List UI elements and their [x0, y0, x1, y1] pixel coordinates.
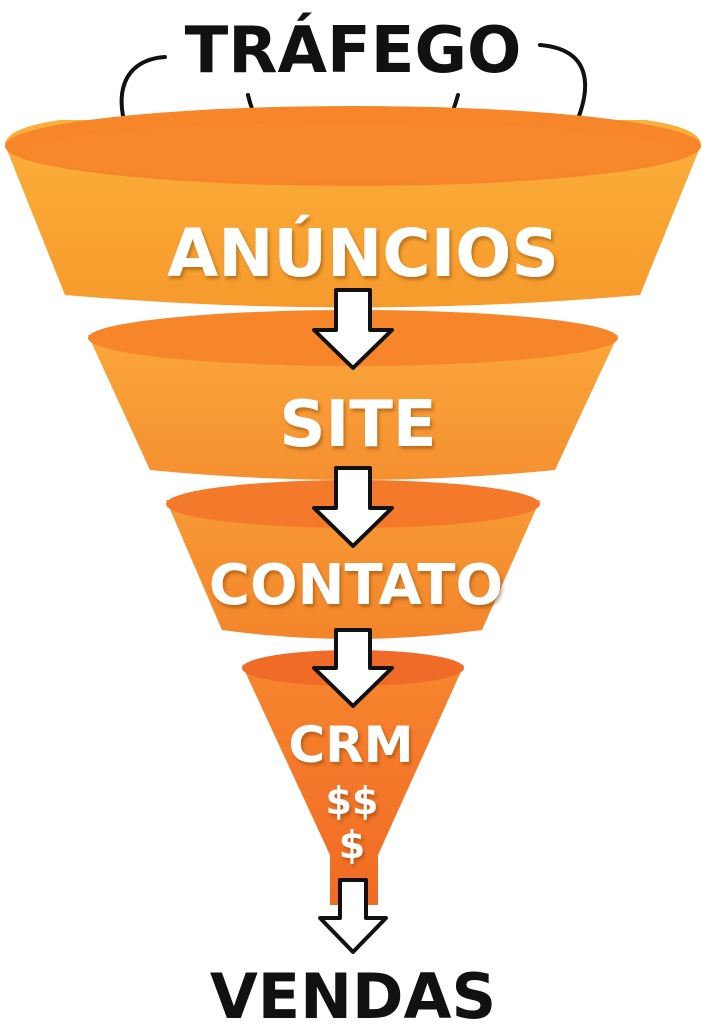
money-symbol-single: $	[339, 823, 365, 867]
funnel-stage-crm: CRM $$ $	[242, 650, 464, 905]
traffic-title: TRÁFEGO	[185, 12, 522, 88]
down-arrow-icon	[312, 466, 394, 548]
funnel-stage-contact: CONTATO	[166, 480, 540, 639]
stage-crm-label: CRM	[289, 716, 414, 774]
stage-contact-label: CONTATO	[209, 553, 503, 618]
money-symbol-double: $$	[326, 779, 379, 823]
down-arrow-icon	[312, 288, 394, 370]
stage-ads-label: ANÚNCIOS	[167, 215, 559, 292]
down-arrow-icon	[312, 628, 394, 708]
stage-site-label: SITE	[279, 388, 436, 462]
funnel-stage-ads: ANÚNCIOS	[5, 106, 701, 308]
down-arrow-icon	[318, 878, 388, 954]
sales-title: VENDAS	[210, 960, 496, 1024]
funnel-stage-site: SITE	[88, 310, 618, 480]
